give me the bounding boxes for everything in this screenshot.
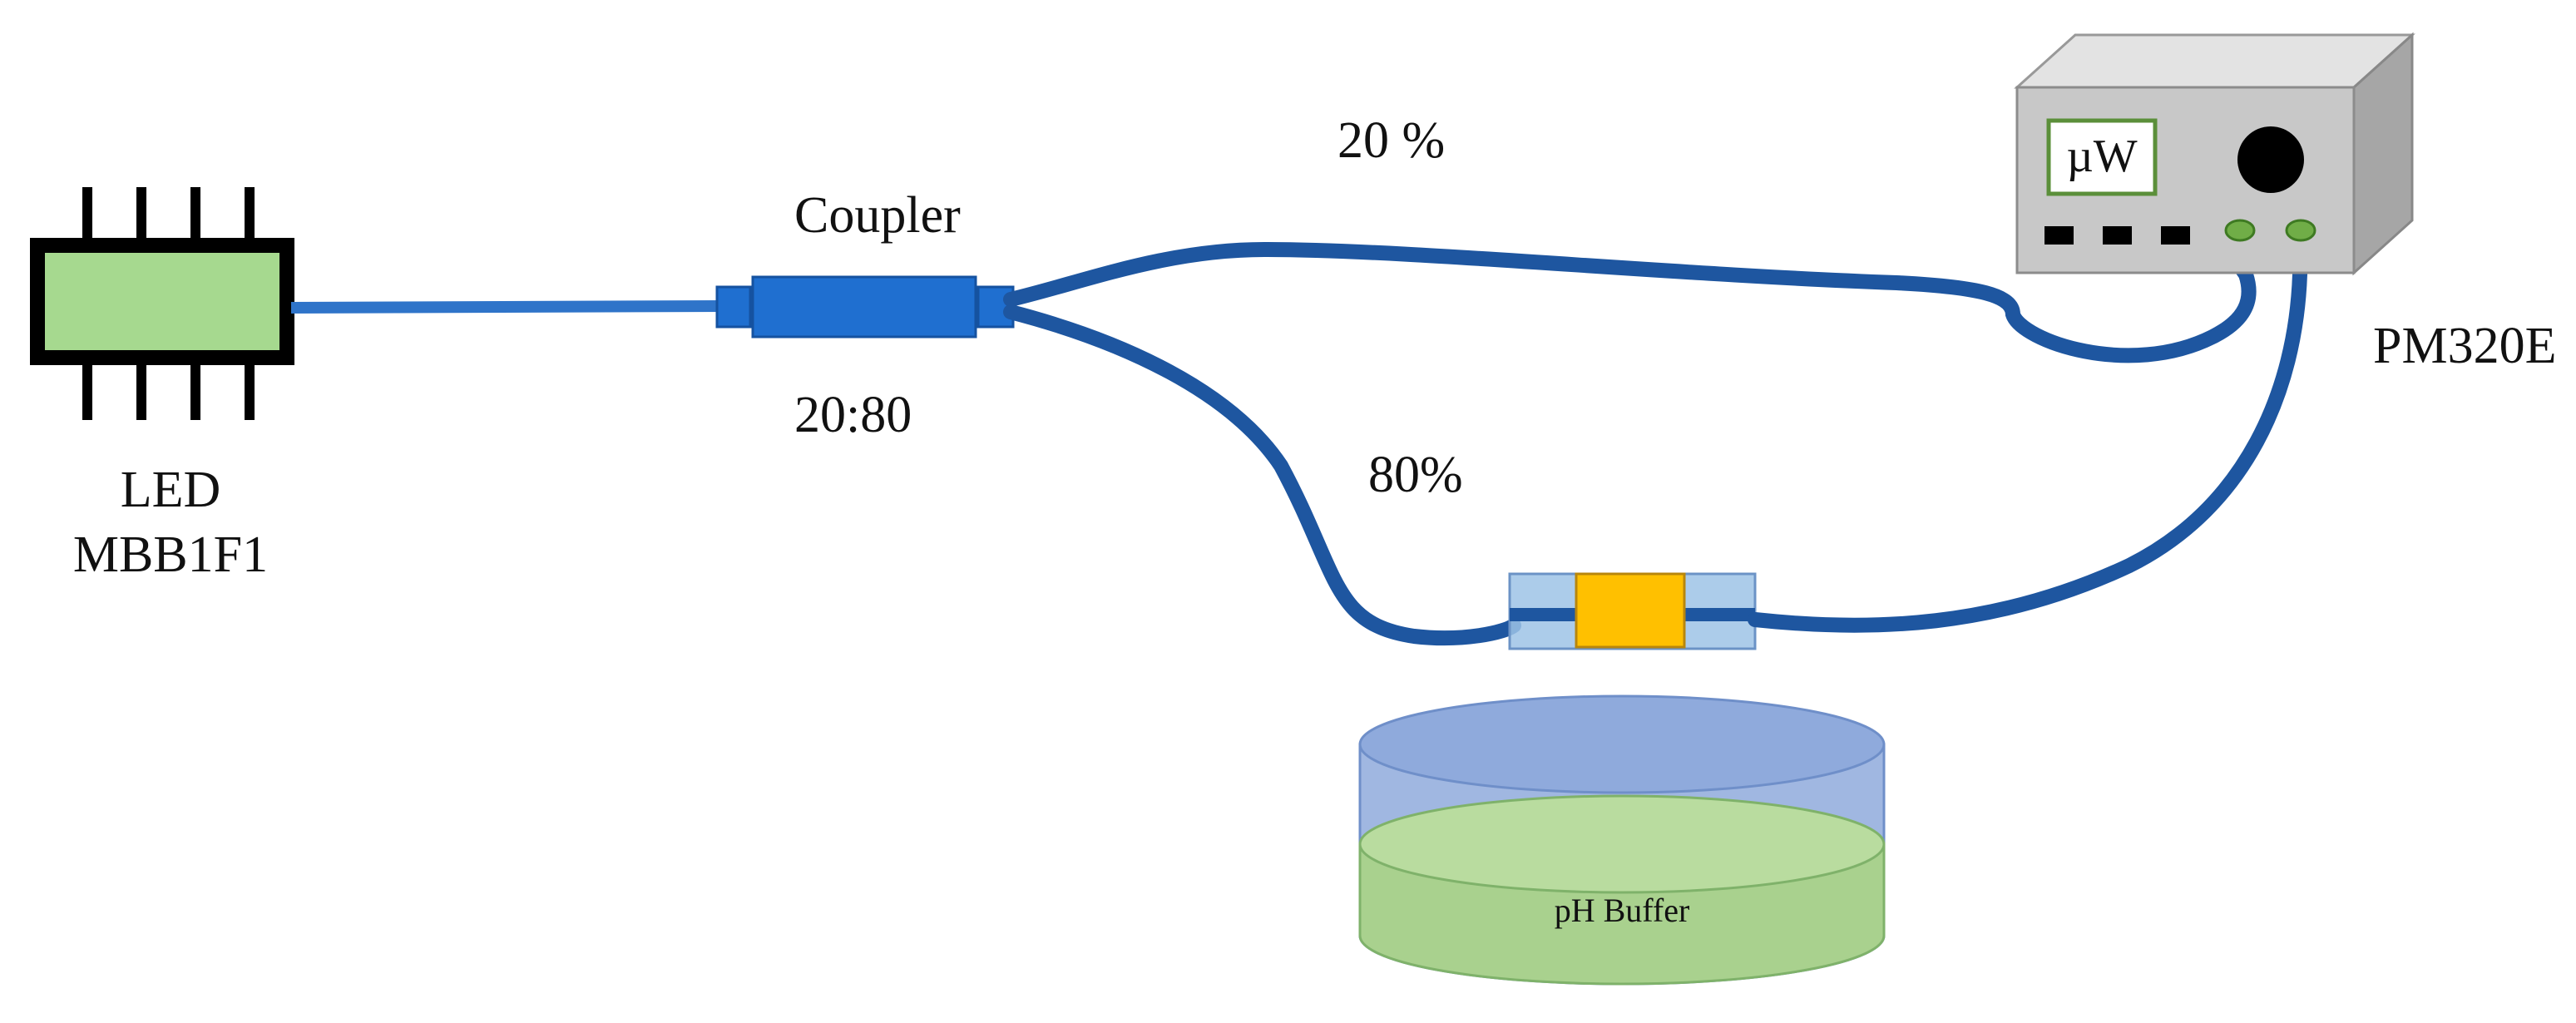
led-label-line1: LED — [120, 462, 221, 518]
meter-port-left — [2224, 219, 2256, 242]
power-meter-label: PM320E — [2373, 318, 2557, 374]
buffer-label: pH Buffer — [1554, 892, 1690, 929]
power-meter — [2014, 32, 2415, 276]
led-chip — [30, 187, 294, 420]
meter-button-3 — [2161, 226, 2190, 245]
meter-knob — [2237, 126, 2304, 193]
coupler-label: Coupler — [794, 187, 961, 244]
fiber-return — [1748, 247, 2308, 633]
input-fiber — [290, 300, 724, 314]
meter-display — [2046, 118, 2158, 196]
coupler-ratio-label: 20:80 — [794, 387, 912, 443]
branch-20-label: 20 % — [1337, 112, 1446, 169]
meter-display-reading: µW — [2066, 131, 2138, 182]
branch-80-label: 80% — [1368, 447, 1463, 503]
led-body — [30, 238, 294, 365]
fiber-branch-80 — [1003, 304, 1521, 646]
buffer-surface — [1358, 794, 1886, 894]
meter-port-right — [2285, 219, 2316, 242]
fiber-branch-20 — [1003, 241, 2257, 363]
sensor-core — [1575, 572, 1686, 649]
meter-top-face — [2014, 33, 2415, 89]
sensing-element — [1508, 572, 1757, 650]
meter-button-1 — [2044, 226, 2074, 245]
coupler — [715, 275, 1015, 339]
coupler-left-ferrule — [715, 285, 752, 329]
led-label-line2: MBB1F1 — [72, 526, 269, 583]
led-pins — [82, 187, 255, 420]
buffer-container — [1358, 694, 1886, 986]
container-rim — [1358, 694, 1886, 794]
meter-button-2 — [2103, 226, 2132, 245]
coupler-body — [751, 275, 977, 339]
